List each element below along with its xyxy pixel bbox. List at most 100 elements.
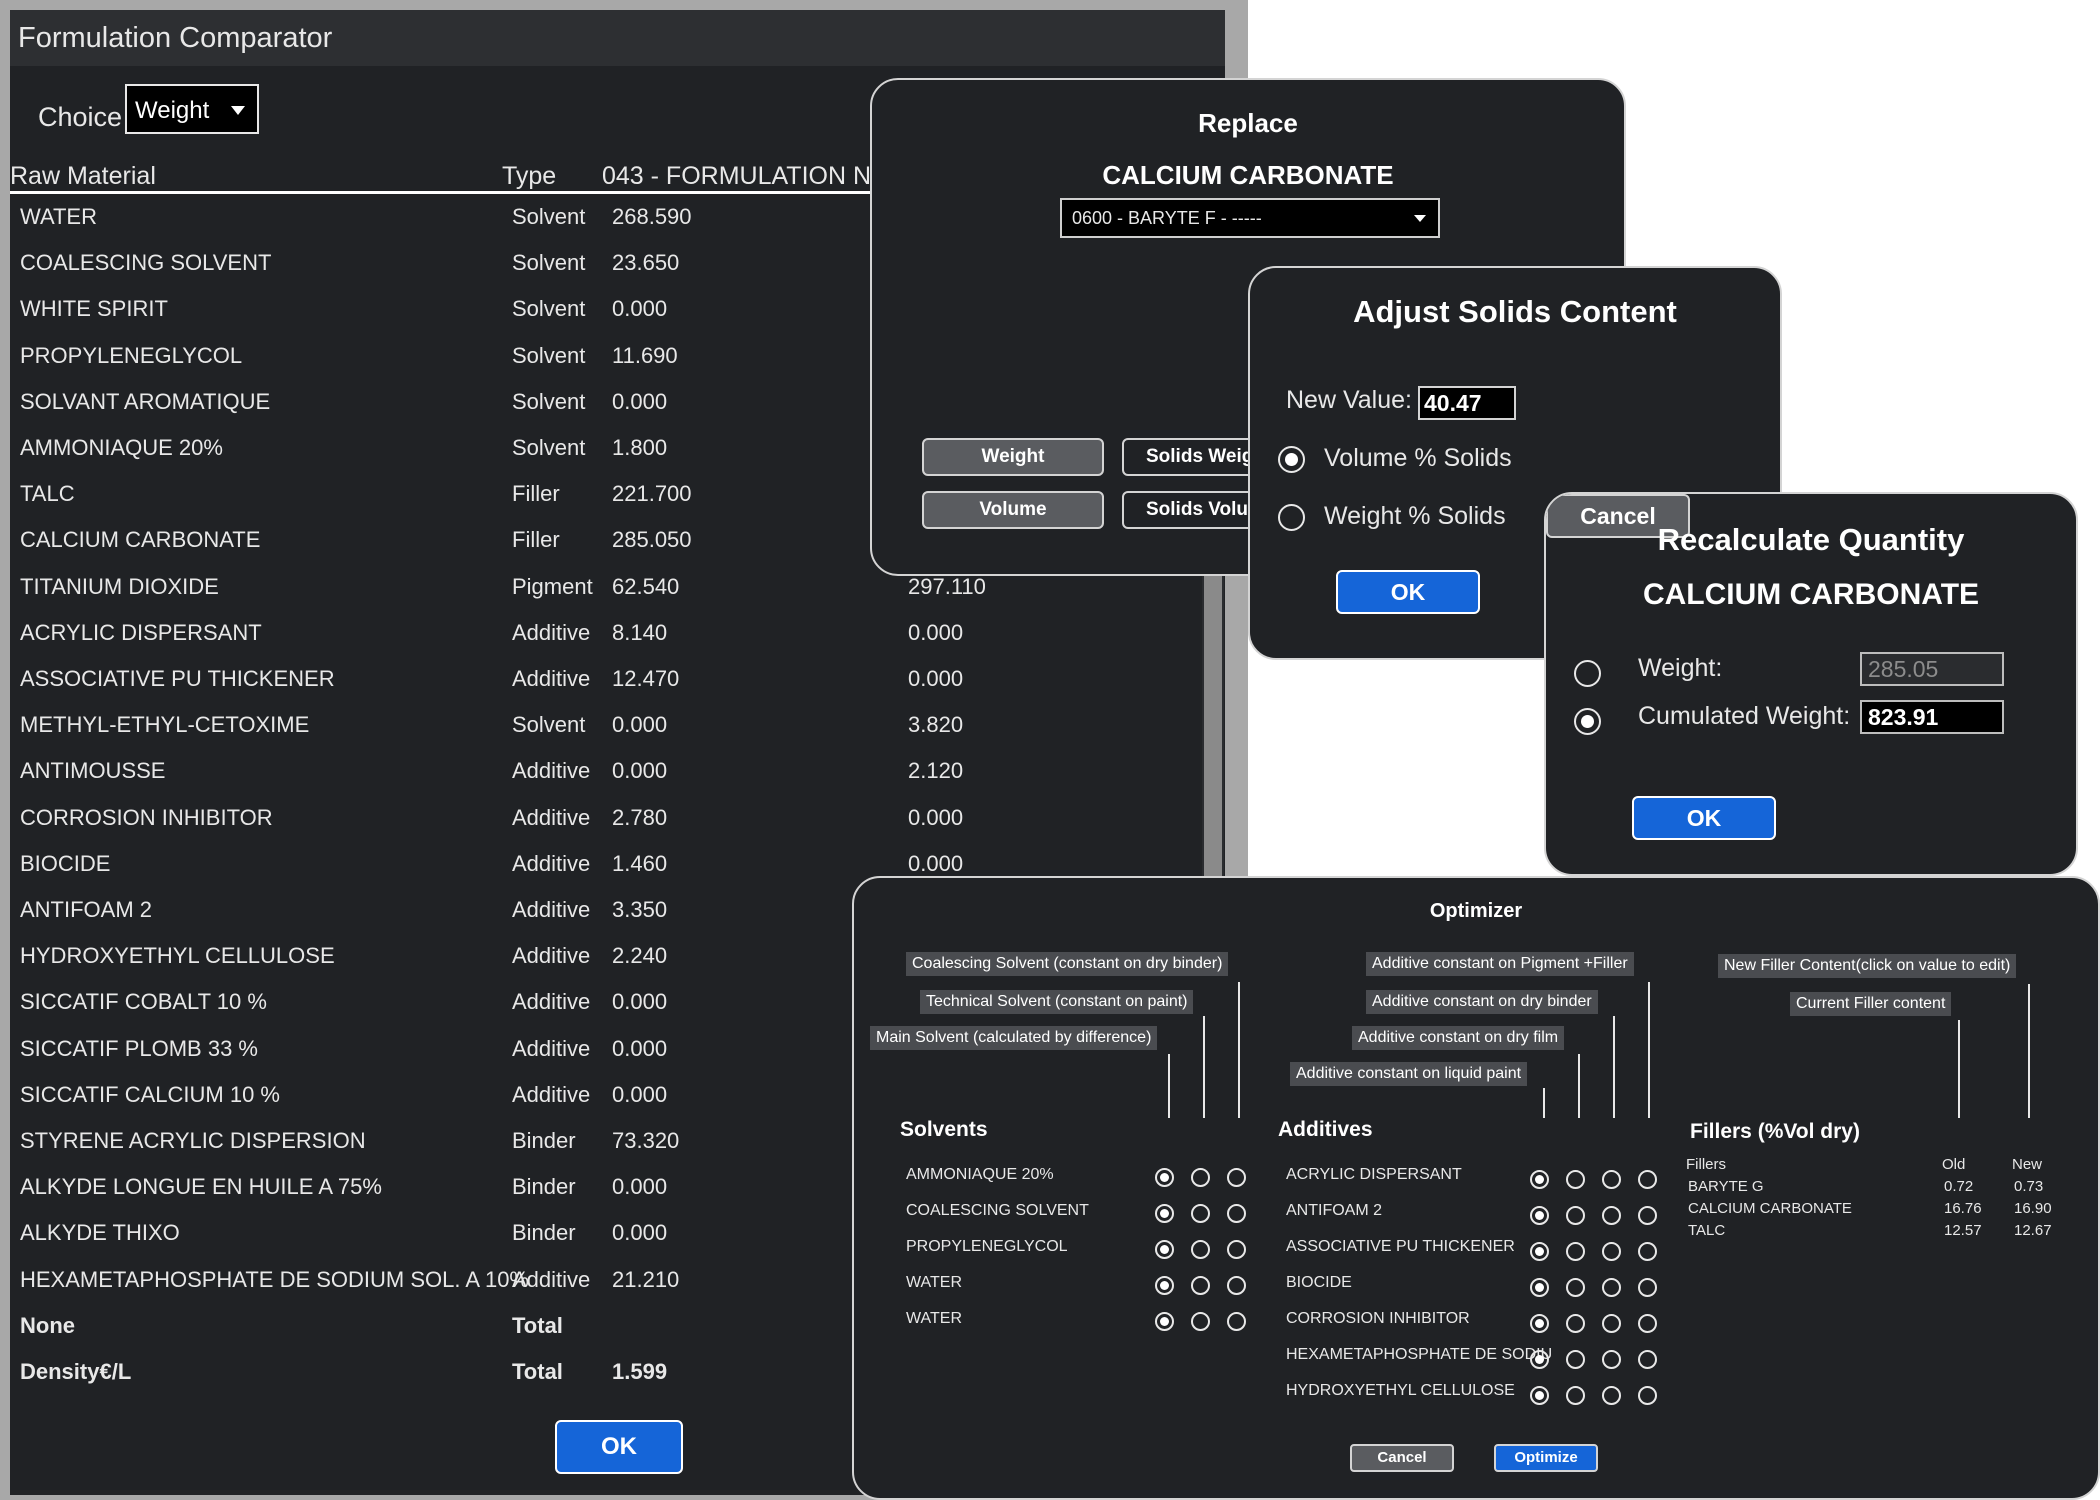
new-value-input[interactable]: 40.47	[1418, 386, 1516, 420]
additive-mode-radio[interactable]	[1566, 1386, 1585, 1405]
additive-mode-radio[interactable]	[1602, 1278, 1621, 1297]
solvent-mode-radio[interactable]	[1191, 1276, 1210, 1295]
cumulated-weight-radio[interactable]	[1574, 708, 1601, 735]
additive-mode-radio[interactable]	[1602, 1314, 1621, 1333]
current-filler-content-tag: Current Filler content	[1790, 992, 1952, 1016]
solvent-mode-radio[interactable]	[1155, 1168, 1174, 1187]
solvent-mode-radio[interactable]	[1191, 1204, 1210, 1223]
additive-mode-radio[interactable]	[1566, 1278, 1585, 1297]
solvent-mode-radio[interactable]	[1191, 1168, 1210, 1187]
solvent-mode-radio[interactable]	[1227, 1240, 1246, 1259]
additive-mode-radio[interactable]	[1638, 1314, 1657, 1333]
additive-mode-radio[interactable]	[1566, 1350, 1585, 1369]
solvent-mode-radio[interactable]	[1155, 1204, 1174, 1223]
additive-mode-radio[interactable]	[1530, 1350, 1549, 1369]
weight-solids-radio[interactable]	[1278, 504, 1305, 531]
additive-mode-radio[interactable]	[1566, 1314, 1585, 1333]
ok-button[interactable]: OK	[555, 1420, 683, 1474]
optimize-button[interactable]: Optimize	[1494, 1444, 1598, 1472]
volume-button[interactable]: Volume	[922, 491, 1104, 529]
additive-mode-radio[interactable]	[1530, 1206, 1549, 1225]
cancel-button[interactable]: Cancel	[1546, 494, 1690, 538]
column-header-raw-material[interactable]: Raw Material	[10, 162, 156, 190]
solvent-mode-radio[interactable]	[1191, 1240, 1210, 1259]
solvent-mode-radio[interactable]	[1227, 1312, 1246, 1331]
solvent-mode-radio[interactable]	[1227, 1276, 1246, 1295]
solvent-mode-radio[interactable]	[1227, 1168, 1246, 1187]
comparison-value-cell: 0.000	[908, 666, 964, 691]
additive-mode-radio[interactable]	[1566, 1242, 1585, 1261]
chevron-down-icon	[231, 106, 245, 115]
additive-mode-radio[interactable]	[1530, 1278, 1549, 1297]
type-cell: Filler	[512, 527, 560, 553]
additive-mode-radio[interactable]	[1602, 1386, 1621, 1405]
additive-mode-radio[interactable]	[1638, 1386, 1657, 1405]
ok-button[interactable]: OK	[1632, 796, 1776, 840]
additive-mode-radio[interactable]	[1602, 1350, 1621, 1369]
cancel-button[interactable]: Cancel	[1350, 1444, 1454, 1472]
filler-new-value[interactable]: 12.67	[2014, 1222, 2052, 1239]
weight-radio[interactable]	[1574, 660, 1601, 687]
replacement-material-dropdown[interactable]: 0600 - BARYTE F - -----	[1060, 198, 1440, 238]
solvent-mode-radio[interactable]	[1155, 1240, 1174, 1259]
additive-mode-radio[interactable]	[1638, 1170, 1657, 1189]
solvent-mode-radio[interactable]	[1227, 1204, 1246, 1223]
additive-mode-radio[interactable]	[1602, 1242, 1621, 1261]
filler-new-value[interactable]: 0.73	[2014, 1178, 2044, 1195]
cumulated-weight-input[interactable]: 823.91	[1860, 700, 2004, 734]
table-row[interactable]: HEXAMETAPHOSPHATE DE SODIUM SOL. A 10%Ad…	[10, 1261, 1200, 1307]
choice-dropdown[interactable]: Weight	[125, 84, 259, 134]
solvent-mode-radio[interactable]	[1155, 1276, 1174, 1295]
additive-mode-radio[interactable]	[1602, 1206, 1621, 1225]
weight-input[interactable]: 285.05	[1860, 652, 2004, 686]
title-bar: Formulation Comparator	[10, 10, 1225, 66]
filler-new-value[interactable]: 16.90	[2014, 1200, 2052, 1217]
additive-mode-radio[interactable]	[1530, 1242, 1549, 1261]
additive-mode-radio[interactable]	[1566, 1206, 1585, 1225]
additive-mode-radio[interactable]	[1638, 1206, 1657, 1225]
additive-mode-radio[interactable]	[1638, 1242, 1657, 1261]
solvent-item: AMMONIAQUE 20%	[906, 1166, 1054, 1183]
additive-mode-radio[interactable]	[1638, 1350, 1657, 1369]
solvent-mode-radio[interactable]	[1155, 1312, 1174, 1331]
column-header-type[interactable]: Type	[502, 162, 557, 190]
additive-mode-radio[interactable]	[1530, 1386, 1549, 1405]
column-header-formulation[interactable]: 043 - FORMULATION N	[602, 162, 872, 190]
solvent-mode-radio[interactable]	[1191, 1312, 1210, 1331]
additive-mode-radio[interactable]	[1566, 1170, 1585, 1189]
ok-button[interactable]: OK	[1336, 570, 1480, 614]
additive-mode-radio[interactable]	[1530, 1314, 1549, 1333]
additive-mode-radio[interactable]	[1638, 1278, 1657, 1297]
volume-solids-radio[interactable]	[1278, 446, 1305, 473]
weight-button[interactable]: Weight	[922, 438, 1104, 476]
additive-mode-radio[interactable]	[1530, 1170, 1549, 1189]
additive-mode-radio[interactable]	[1602, 1170, 1621, 1189]
formulation-value-cell: 2.780	[612, 804, 668, 830]
